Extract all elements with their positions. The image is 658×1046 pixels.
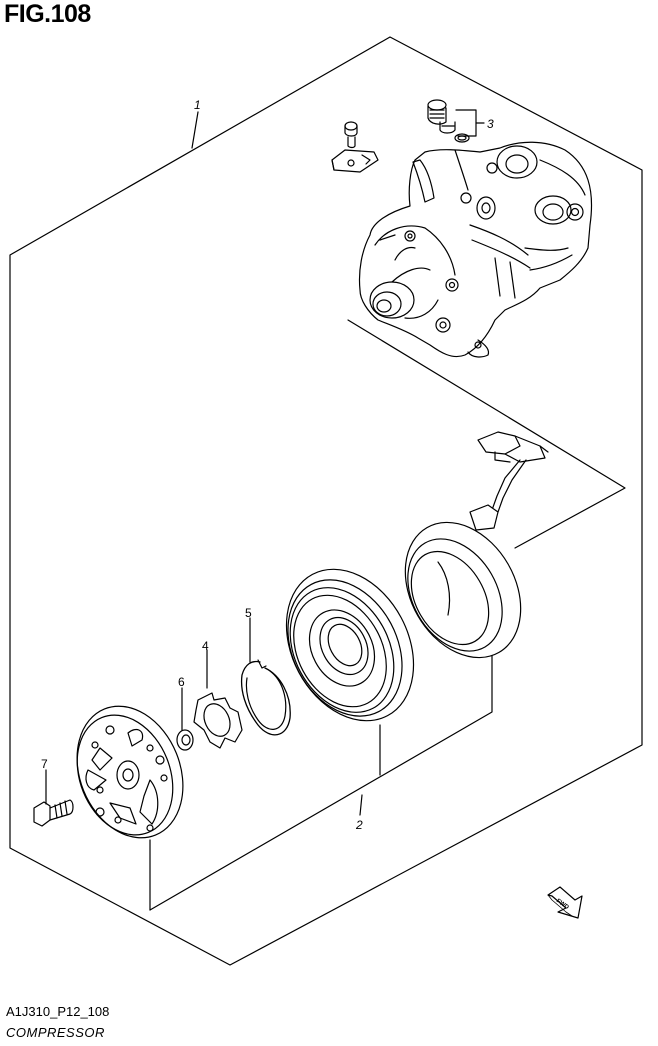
callout-3: 3 — [487, 117, 494, 131]
assembly-outline-1 — [9, 36, 643, 966]
callout-5: 5 — [245, 606, 252, 620]
compressor-body — [358, 141, 593, 358]
part-7-bolt — [33, 799, 74, 827]
fwd-direction-marker: FWD — [547, 886, 583, 919]
callout-1: 1 — [194, 98, 201, 112]
callout-2: 2 — [355, 818, 363, 832]
figure-title: FIG.108 — [4, 0, 91, 28]
bracket-and-screw — [331, 121, 379, 173]
pulley — [285, 568, 415, 722]
drawing-code: A1J310_P12_108 — [6, 1004, 110, 1019]
callout-6: 6 — [178, 675, 185, 689]
callout-7: 7 — [41, 757, 48, 771]
part-6-washer — [176, 729, 194, 751]
callout-4: 4 — [202, 639, 209, 653]
field-coil — [404, 521, 522, 659]
part-5-snap-ring — [240, 659, 291, 736]
clutch-hub-plate — [76, 705, 184, 839]
part-3-leader — [455, 109, 485, 137]
part-4-shim-plate — [193, 692, 243, 749]
part-3-valve-fitting — [427, 99, 470, 143]
coil-connector-harness — [469, 431, 549, 531]
assembly-outline-2 — [149, 319, 626, 911]
callout-leader-lines — [45, 111, 363, 816]
callout-numbers: 1 2 3 4 5 6 7 — [41, 98, 494, 832]
figure-caption: COMPRESSOR — [6, 1025, 105, 1040]
